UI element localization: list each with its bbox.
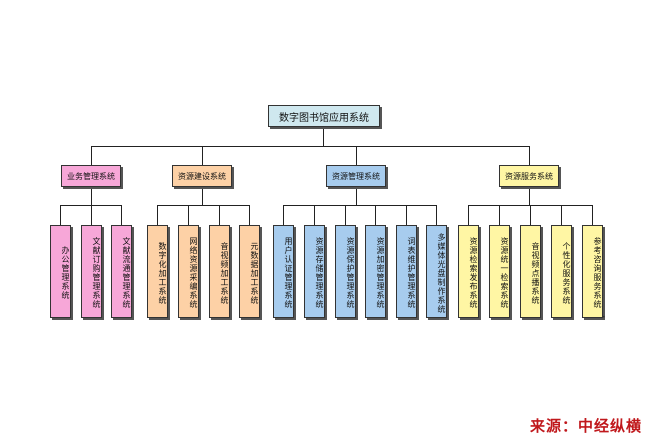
leaf-drop <box>188 205 189 225</box>
leaf-node: 网络资源采编系统 <box>178 225 199 318</box>
cat2-down <box>202 187 203 205</box>
cat4-up <box>529 146 530 165</box>
category-resource-management: 资源管理系统 <box>326 165 386 187</box>
leaf-drop <box>249 205 250 225</box>
leaf-node: 数字化加工系统 <box>147 225 168 318</box>
leaf-drop <box>345 205 346 225</box>
leaf-node: 文献流通管理系统 <box>111 225 132 318</box>
leaf-node: 资源保护管理系统 <box>335 225 356 318</box>
leaf-drop <box>314 205 315 225</box>
cat1-down <box>91 187 92 205</box>
leaf-node: 文献订购管理系统 <box>81 225 102 318</box>
source-credit: 来源：中经纵横 <box>529 417 642 435</box>
leaf-drop <box>499 205 500 225</box>
leaf-drop <box>436 205 437 225</box>
leaf-drop <box>561 205 562 225</box>
leaf-node: 音视频点播系统 <box>520 225 541 318</box>
category-business-management: 业务管理系统 <box>61 165 121 187</box>
leaf-node: 词表维护管理系统 <box>396 225 417 318</box>
category-resource-construction: 资源建设系统 <box>172 165 232 187</box>
cat3-bus <box>283 205 436 206</box>
leaf-node: 个性化服务系统 <box>551 225 572 318</box>
leaf-node: 资源统一检索系统 <box>489 225 510 318</box>
leaf-drop <box>60 205 61 225</box>
leaf-drop <box>283 205 284 225</box>
leaf-drop <box>592 205 593 225</box>
category-bus <box>91 146 529 147</box>
leaf-drop <box>406 205 407 225</box>
leaf-node: 用户认证管理系统 <box>273 225 294 318</box>
cat2-up <box>202 146 203 165</box>
leaf-drop <box>157 205 158 225</box>
leaf-drop <box>468 205 469 225</box>
root-connector <box>323 127 324 146</box>
cat3-up <box>356 146 357 165</box>
leaf-drop <box>375 205 376 225</box>
leaf-drop <box>91 205 92 225</box>
leaf-node: 音视频加工系统 <box>209 225 230 318</box>
leaf-node: 资源检索发布系统 <box>458 225 479 318</box>
category-resource-service: 资源服务系统 <box>499 165 559 187</box>
leaf-node: 参考咨询服务系统 <box>582 225 603 318</box>
leaf-node: 元数据加工系统 <box>239 225 260 318</box>
leaf-node: 资源存储管理系统 <box>304 225 325 318</box>
cat4-down <box>529 187 530 205</box>
cat3-down <box>356 187 357 205</box>
leaf-drop <box>219 205 220 225</box>
root-node: 数字图书馆应用系统 <box>268 105 380 127</box>
leaf-drop <box>121 205 122 225</box>
stray-mark: • <box>602 314 606 321</box>
cat1-up <box>91 146 92 165</box>
leaf-node: 资源加密管理系统 <box>365 225 386 318</box>
cat2-bus <box>157 205 250 206</box>
leaf-node: 办公管理系统 <box>50 225 71 318</box>
leaf-drop <box>530 205 531 225</box>
leaf-node: 多媒体光盘制作系统 <box>426 225 447 318</box>
